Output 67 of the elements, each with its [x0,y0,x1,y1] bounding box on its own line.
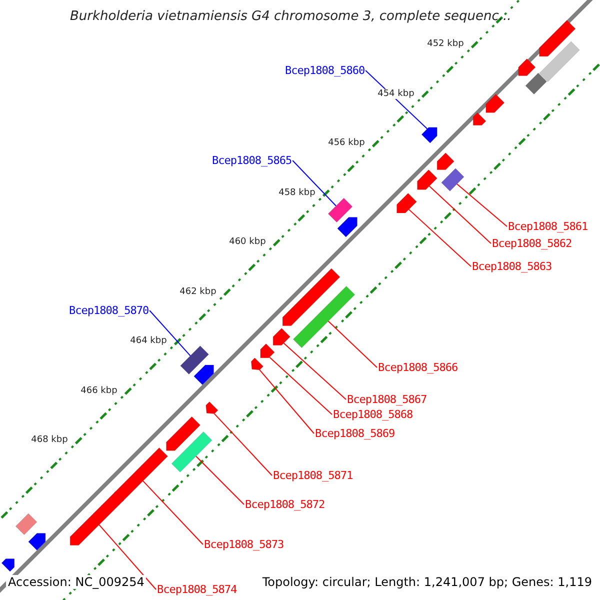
leader-line [98,524,156,590]
gene-feature [436,152,454,170]
leader-line [269,356,332,415]
scale-label: 464 kbp [129,336,168,346]
gene-feature [166,416,200,451]
gene-feature [250,358,264,370]
gene-feature [417,170,438,190]
gene-label: Bcep1808_5874 [157,583,237,596]
gene-label: Bcep1808_5872 [245,498,325,511]
leader-line [149,310,191,356]
gene-label: Bcep1808_5869 [315,427,395,440]
gene-label: Bcep1808_5871 [273,469,353,482]
gene-feature [441,168,464,192]
scale-label: 466 kbp [80,386,118,396]
gene-label: Bcep1808_5860 [285,64,365,77]
gene-feature [70,491,124,546]
gene-feature [272,328,290,346]
gene-label: Bcep1808_5868 [333,408,413,421]
gene-label: Bcep1808_5870 [69,304,149,317]
gene-label: Bcep1808_5861 [508,220,588,233]
gene-label: Bcep1808_5865 [212,154,292,167]
gene-feature [114,447,168,502]
map-title: Burkholderia vietnamiensis G4 chromosome 3, complete sequenc... [70,9,512,24]
gene-feature [421,127,438,144]
scale-label: 460 kbp [228,237,267,248]
gene-feature [171,432,212,472]
gene-label: Bcep1808_5873 [204,538,284,551]
scale-label: 458 kbp [278,188,316,198]
leader-line [214,413,272,476]
gene-feature [486,94,505,113]
accession-text: Accession: NC_009254 [6,575,146,589]
leader-line [259,369,314,434]
scale-label: 462 kbp [178,286,218,297]
scale-label: 468 kbp [30,435,69,446]
scale-label: 452 kbp [426,39,465,50]
gene-feature [337,216,358,238]
gene-feature [194,364,214,386]
gene-feature [1,558,15,572]
leader-line [196,456,244,505]
leader-line [292,160,336,206]
gene-feature [15,513,38,535]
gene-feature [472,112,486,126]
gene-feature [292,286,356,348]
gene-feature [28,533,46,551]
gene-feature [525,72,547,94]
gene-label: Bcep1808_5862 [492,237,572,250]
leader-line [408,208,472,267]
scale-label: 454 kbp [376,88,416,99]
gene-label: Bcep1808_5866 [378,361,458,374]
gene-label: Bcep1808_5867 [347,393,427,406]
leader-line [328,320,378,368]
gene-feature [518,58,536,76]
leader-line [456,183,508,227]
summary-text: Topology: circular; Length: 1,241,007 bp; Genes: 1,119 [260,575,594,589]
leader-line [428,186,492,244]
gene-feature [260,344,275,358]
gene-feature [328,198,353,222]
gene-feature [206,402,218,414]
gene-feature [539,41,580,82]
gene-feature [396,192,417,214]
leader-line [142,480,204,545]
gene-feature [180,346,209,374]
gene-label: Bcep1808_5863 [472,260,552,273]
leader-line [283,342,346,400]
gene-feature [539,20,576,57]
gene-feature [282,268,340,326]
scale-label: 456 kbp [327,138,366,148]
